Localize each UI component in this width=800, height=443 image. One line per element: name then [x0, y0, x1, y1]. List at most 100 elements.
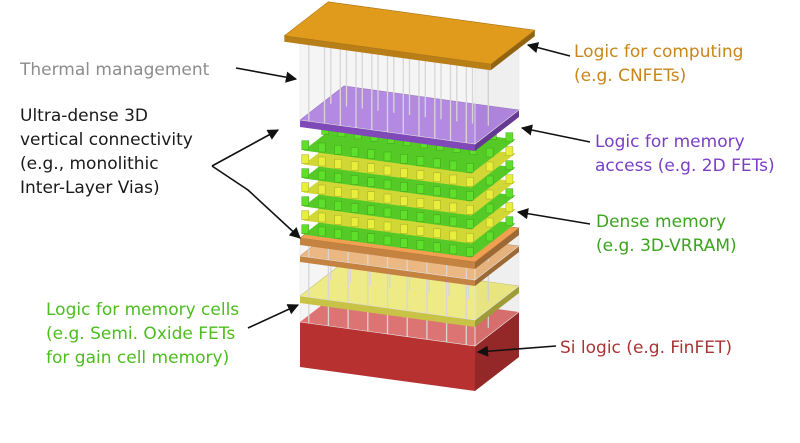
- memory-cell: [317, 156, 326, 167]
- memory-cell: [334, 214, 342, 225]
- cnfet-layer: [283, 1, 536, 71]
- label-logic-for-computing: Logic for computing (e.g. CNFETs): [574, 40, 743, 88]
- label-line: Ultra-dense 3D: [20, 106, 149, 126]
- memory-cell: [505, 146, 514, 156]
- memory-cell: [334, 144, 342, 155]
- memory-cell: [466, 205, 474, 215]
- memory-cell: [383, 179, 392, 190]
- arrow-logic-for-memory-access: [520, 124, 591, 143]
- memory-cell: [367, 205, 375, 215]
- arrow-si-logic: [476, 345, 557, 357]
- slab-front-face: [300, 322, 475, 391]
- arrow-thermal-management: [235, 67, 298, 83]
- memory-cell: [367, 219, 375, 229]
- slab-front-face: [300, 120, 475, 151]
- memory-cell: [433, 242, 441, 253]
- memory-cell: [317, 226, 326, 237]
- label-vertical-connectivity: Ultra-dense 3D vertical connectivity (e.…: [20, 104, 193, 200]
- memory-cell: [334, 172, 342, 183]
- label-line: Logic for computing: [574, 42, 744, 62]
- memory-cell: [449, 216, 458, 227]
- slab-side-face: [475, 312, 519, 391]
- memory-cell: [350, 147, 359, 157]
- label-dense-memory: Dense memory (e.g. 3D-VRRAM): [596, 210, 737, 258]
- memory-cell: [301, 196, 310, 206]
- memory-cell: [317, 212, 326, 223]
- memory-cell: [416, 184, 425, 194]
- memory-cell: [505, 216, 514, 226]
- memory-cell: [433, 172, 441, 183]
- memory-cell: [301, 154, 310, 164]
- memory-cell: [334, 200, 342, 211]
- memory-cell: [505, 160, 514, 170]
- arrow-logic-for-computing: [526, 42, 571, 57]
- memory-cell: [485, 147, 494, 158]
- memory-cell: [505, 188, 514, 198]
- memory-cell: [416, 226, 425, 236]
- memory-cell: [400, 210, 408, 220]
- memory-cell: [334, 228, 342, 239]
- memory-cell: [317, 184, 326, 195]
- label-line: (e.g. CNFETs): [574, 66, 687, 86]
- label-line: Dense memory: [596, 212, 727, 232]
- memory-cell: [416, 170, 425, 180]
- memory-cell: [350, 231, 359, 241]
- label-line: Logic for memory: [595, 132, 745, 152]
- memory-cell: [505, 202, 514, 212]
- label-line: (e.g. 3D-VRRAM): [596, 236, 737, 256]
- memory-cell: [449, 160, 458, 171]
- label-logic-for-memory-cells: Logic for memory cells (e.g. Semi. Oxide…: [46, 298, 239, 370]
- memory-cell: [350, 217, 359, 227]
- memory-cell: [367, 233, 375, 243]
- memory-cell: [350, 175, 359, 185]
- memory-cell: [416, 240, 425, 250]
- memory-cell: [383, 207, 392, 218]
- memory-cell: [433, 186, 441, 197]
- memory-cell: [400, 224, 408, 234]
- slab-side-face: [475, 110, 519, 151]
- memory-cell: [485, 161, 494, 172]
- memory-cell: [350, 161, 359, 171]
- vias-thermal-region: [299, 26, 520, 145]
- memory-cell: [301, 140, 310, 150]
- memory-cell: [400, 182, 408, 192]
- memory-cell: [449, 188, 458, 199]
- label-line: Si logic (e.g. FinFET): [560, 338, 732, 358]
- label-line: Logic for memory cells: [46, 300, 240, 320]
- memory-cell: [367, 149, 375, 159]
- label-line: Thermal management: [20, 60, 210, 80]
- memory-cell: [317, 198, 326, 209]
- memory-cell: [449, 174, 458, 185]
- memory-cell: [466, 219, 474, 229]
- memory-cell: [433, 228, 441, 239]
- label-si-logic: Si logic (e.g. FinFET): [560, 336, 732, 360]
- memory-cell: [301, 210, 310, 220]
- slab-front-face: [284, 35, 491, 71]
- memory-cell: [466, 247, 474, 257]
- memory-cell: [416, 198, 425, 208]
- annotation-arrows: [211, 42, 591, 357]
- memory-cell: [449, 230, 458, 241]
- memory-cell: [433, 158, 441, 169]
- memory-cell: [334, 186, 342, 197]
- memory-cell: [505, 132, 514, 142]
- memory-cell: [301, 224, 310, 234]
- memory-cell: [433, 200, 441, 211]
- memory-cell: [334, 158, 342, 169]
- label-thermal-management: Thermal management: [20, 58, 209, 82]
- memory-cell: [485, 217, 494, 228]
- memory-cell: [400, 168, 408, 178]
- label-logic-for-memory-access: Logic for memory access (e.g. 2D FETs): [595, 130, 775, 178]
- memory-cell: [466, 233, 474, 243]
- memory-cell: [485, 189, 494, 200]
- memory-cell: [383, 151, 392, 162]
- slab-front-face: [300, 238, 475, 269]
- label-line: access (e.g. 2D FETs): [595, 156, 775, 176]
- label-line: (e.g. Semi. Oxide FETs: [46, 324, 236, 344]
- memory-cell: [400, 196, 408, 206]
- memory-cell: [367, 191, 375, 201]
- slab-front-face: [300, 256, 475, 286]
- memory-cell: [466, 177, 474, 187]
